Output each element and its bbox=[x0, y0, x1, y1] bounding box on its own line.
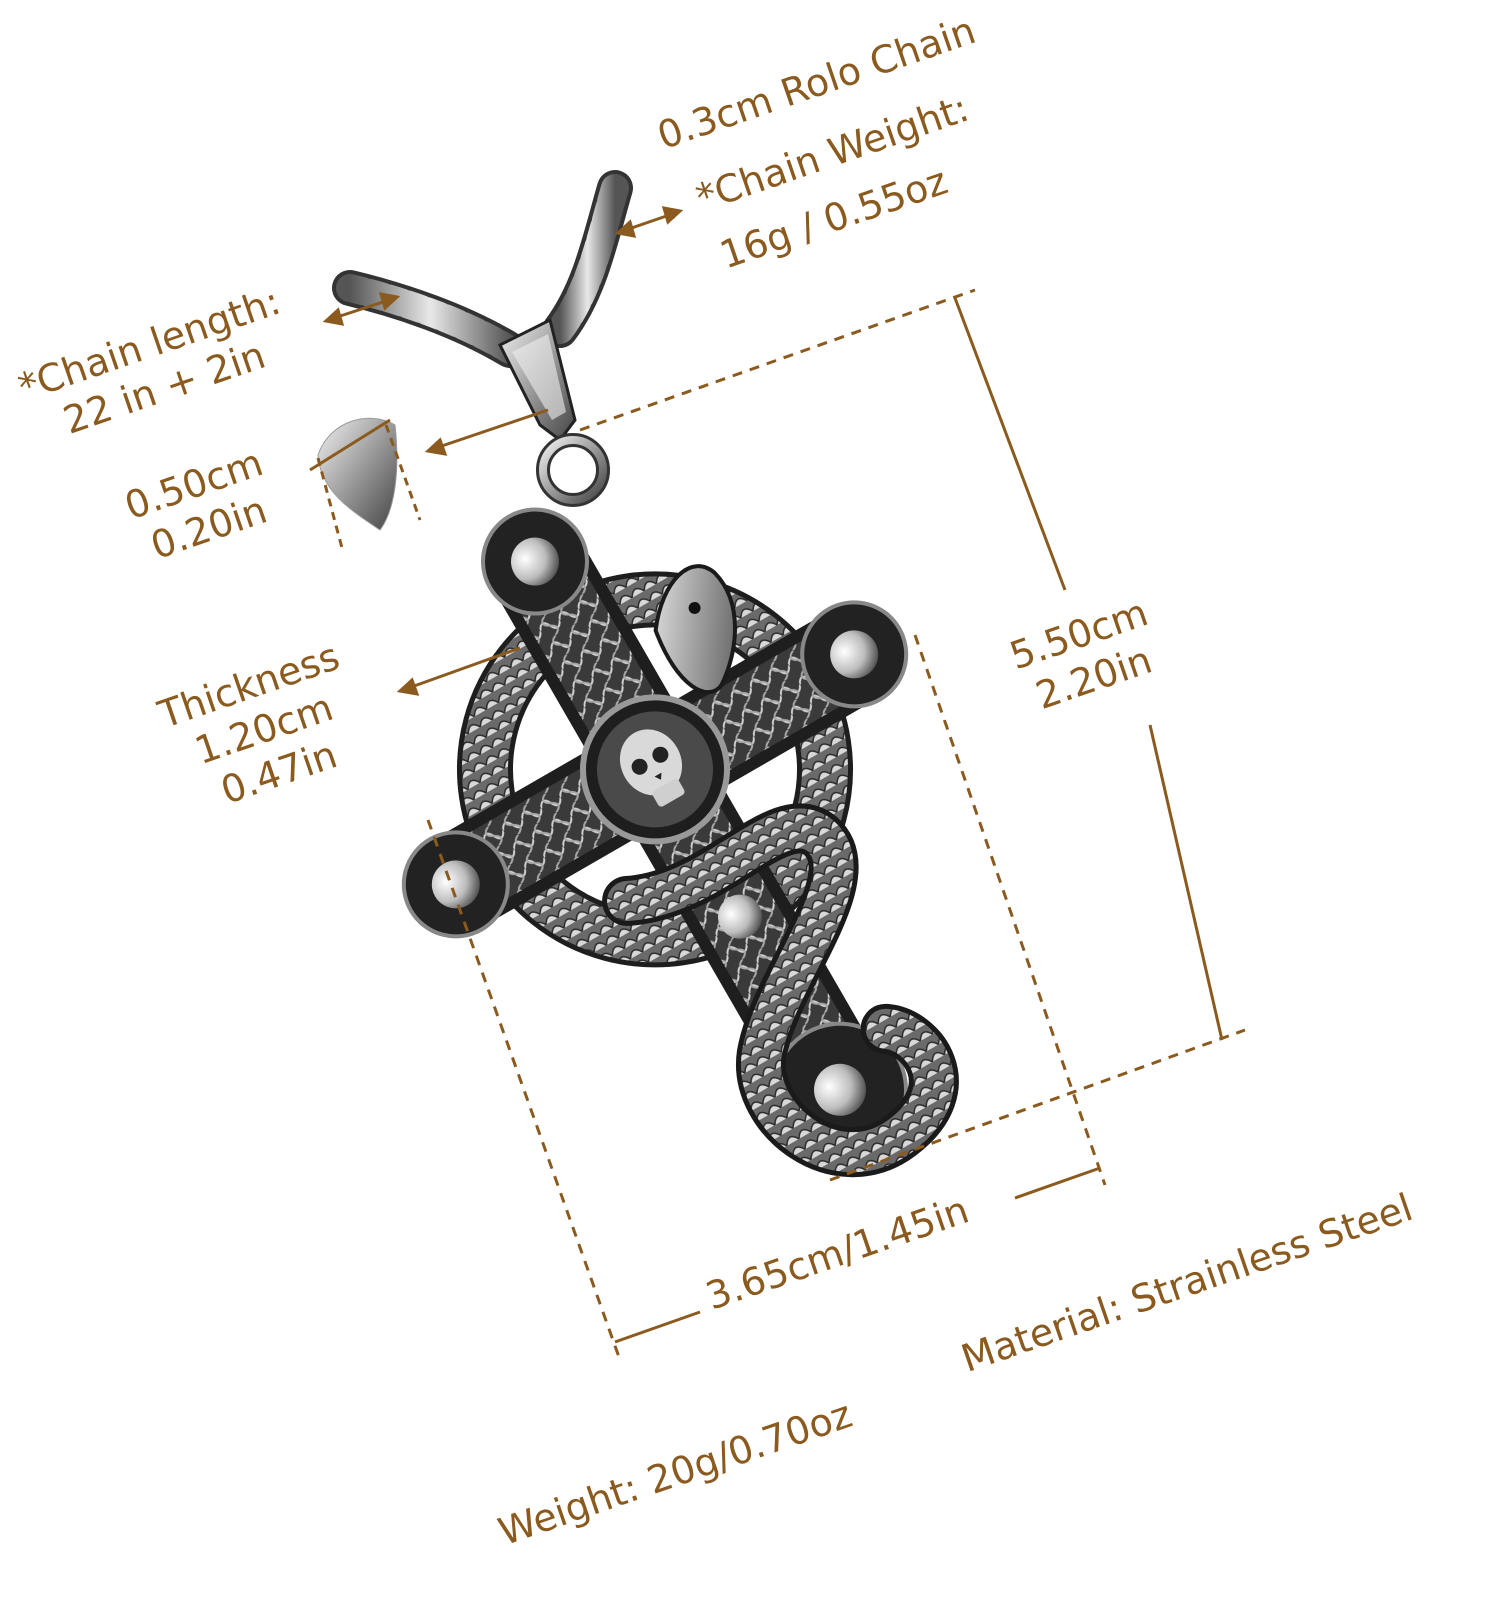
dimension-lines bbox=[309, 206, 1246, 1361]
skull-icon bbox=[580, 694, 730, 845]
snake-cross-pendant bbox=[401, 507, 959, 1178]
box-chain bbox=[332, 170, 633, 368]
bail-drop-icon bbox=[317, 417, 398, 531]
bail bbox=[497, 317, 610, 507]
